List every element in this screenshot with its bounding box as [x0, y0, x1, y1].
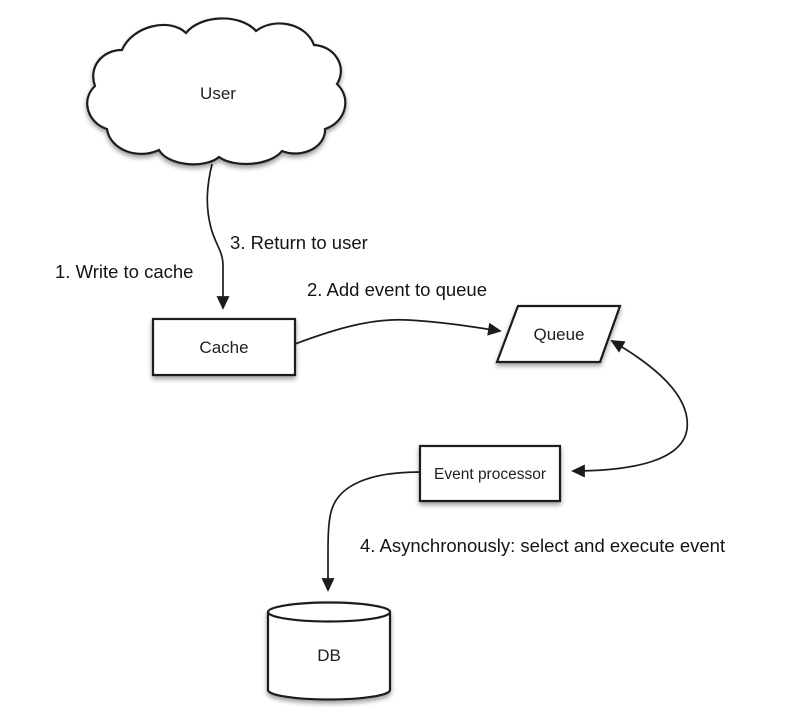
event-processor-node: Event processor — [418, 444, 562, 503]
edge-user-to-cache — [206, 163, 230, 310]
label-return-to-user: 3. Return to user — [230, 232, 368, 253]
label-add-event-to-queue: 2. Add event to queue — [307, 279, 487, 300]
cache-box — [151, 317, 297, 377]
user-cloud-node: User — [86, 17, 347, 166]
edge-queue-event-processor — [571, 340, 689, 478]
queue-parallelogram — [495, 304, 622, 364]
event-processor-box — [418, 444, 562, 503]
user-label: User — [200, 84, 236, 103]
event-processor-label: Event processor — [434, 466, 546, 483]
edge-cache-to-queue — [294, 318, 502, 345]
db-label: DB — [317, 646, 341, 665]
queue-label: Queue — [533, 325, 584, 344]
db-node: DB — [266, 601, 392, 701]
db-cylinder-top — [266, 601, 392, 623]
label-asynchronously-select-execute: 4. Asynchronously: select and execute ev… — [360, 535, 725, 556]
cache-label: Cache — [199, 338, 248, 357]
label-write-to-cache: 1. Write to cache — [55, 261, 193, 282]
queue-node: Queue — [495, 304, 622, 364]
cloud-shape — [86, 17, 347, 166]
db-cylinder-body — [266, 612, 392, 701]
edge-event-processor-to-db — [321, 471, 421, 592]
cache-node: Cache — [151, 317, 297, 377]
